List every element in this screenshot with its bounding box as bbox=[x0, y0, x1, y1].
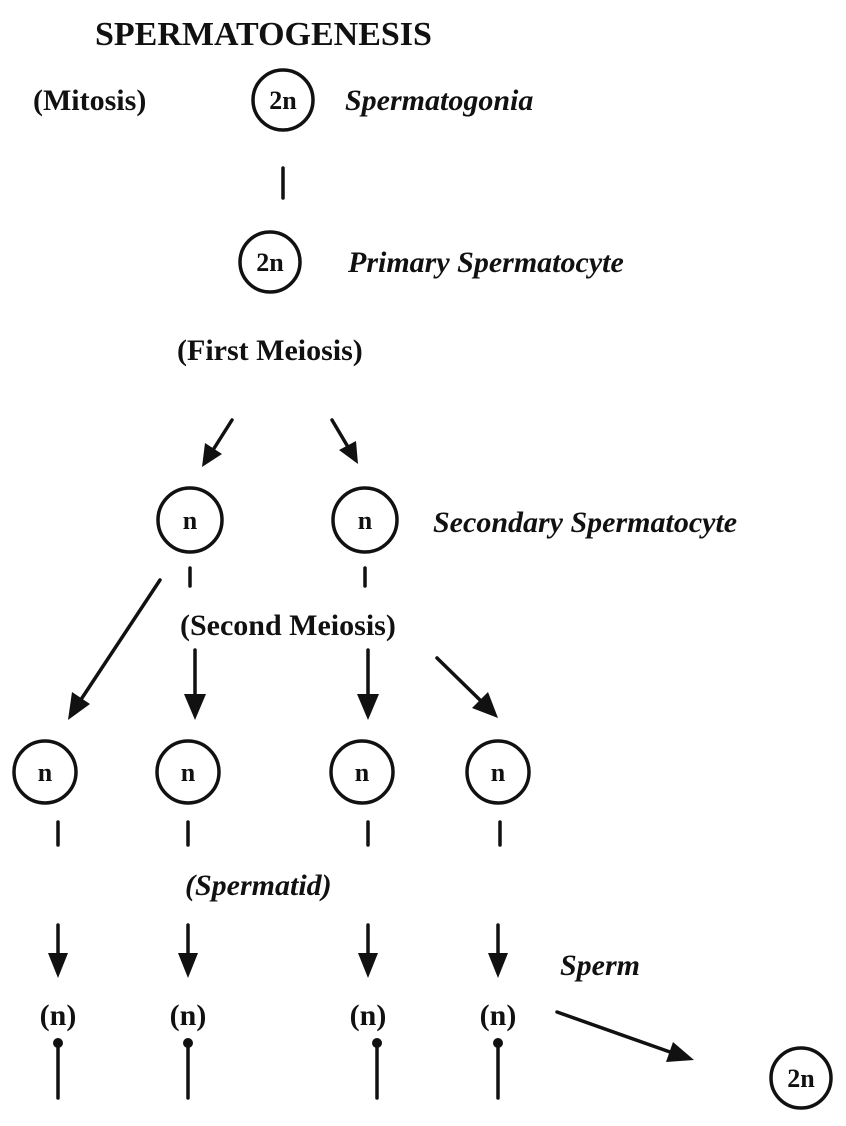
spermatid-cell-2-ploidy: n bbox=[181, 758, 196, 787]
mitosis-label: (Mitosis) bbox=[33, 84, 146, 117]
first-meiosis-label: (First Meiosis) bbox=[177, 334, 363, 367]
second-meiosis-arrow-4 bbox=[435, 656, 498, 718]
spermatogonia-label: Spermatogonia bbox=[345, 84, 533, 117]
second-meiosis-arrow-2 bbox=[184, 648, 206, 720]
second-meiosis-label: (Second Meiosis) bbox=[180, 609, 396, 642]
sperm-3-tail bbox=[372, 1038, 382, 1100]
sperm-4-tail bbox=[493, 1038, 503, 1100]
spermatid-cell-2: n bbox=[155, 739, 221, 805]
spermatid-cell-3-ploidy: n bbox=[355, 758, 370, 787]
spermatid-label: (Spermatid) bbox=[185, 869, 332, 902]
second-meiosis-arrow-1 bbox=[68, 578, 162, 720]
sperm-4-ploidy: (n) bbox=[480, 999, 517, 1032]
secondary-spermatocyte-label: Secondary Spermatocyte bbox=[433, 506, 737, 539]
spermatogonia-cell: 2n bbox=[251, 68, 315, 132]
sperm-2-ploidy: (n) bbox=[170, 999, 207, 1032]
spermiogenesis-arrow-3 bbox=[358, 923, 378, 978]
primary-spermatocyte-label: Primary Spermatocyte bbox=[347, 246, 624, 279]
sperm-3-ploidy: (n) bbox=[350, 999, 387, 1032]
diagram-title: SPERMATOGENESIS bbox=[95, 16, 432, 53]
first-meiosis-arrow-right bbox=[330, 418, 358, 464]
primary-spermatocyte-ploidy: 2n bbox=[256, 248, 284, 277]
secondary-spermatocyte-right-ploidy: n bbox=[358, 506, 373, 535]
secondary-spermatocyte-cell-left: n bbox=[156, 486, 224, 554]
fertilization-arrow bbox=[555, 1010, 694, 1062]
sperm-2-tail bbox=[183, 1038, 193, 1100]
zygote-cell: 2n bbox=[769, 1046, 833, 1110]
sperm-label: Sperm bbox=[560, 949, 640, 982]
spermatid-cell-4: n bbox=[465, 739, 531, 805]
spermiogenesis-arrow-2 bbox=[178, 923, 198, 978]
spermatid-cell-1-ploidy: n bbox=[38, 758, 53, 787]
zygote-ploidy: 2n bbox=[787, 1064, 815, 1093]
secondary-spermatocyte-left-ploidy: n bbox=[183, 506, 198, 535]
secondary-spermatocyte-cell-right: n bbox=[331, 486, 399, 554]
spermatid-cell-1: n bbox=[12, 739, 78, 805]
sperm-1-tail bbox=[53, 1038, 63, 1100]
sperm-1-ploidy: (n) bbox=[40, 999, 77, 1032]
spermiogenesis-arrow-4 bbox=[488, 923, 508, 978]
spermatogonia-ploidy: 2n bbox=[269, 86, 297, 115]
primary-spermatocyte-cell: 2n bbox=[238, 230, 302, 294]
first-meiosis-arrow-left bbox=[202, 418, 234, 467]
spermatid-cell-3: n bbox=[329, 739, 395, 805]
second-meiosis-arrow-3 bbox=[357, 648, 379, 720]
spermiogenesis-arrow-1 bbox=[48, 923, 68, 978]
spermatid-cell-4-ploidy: n bbox=[491, 758, 506, 787]
